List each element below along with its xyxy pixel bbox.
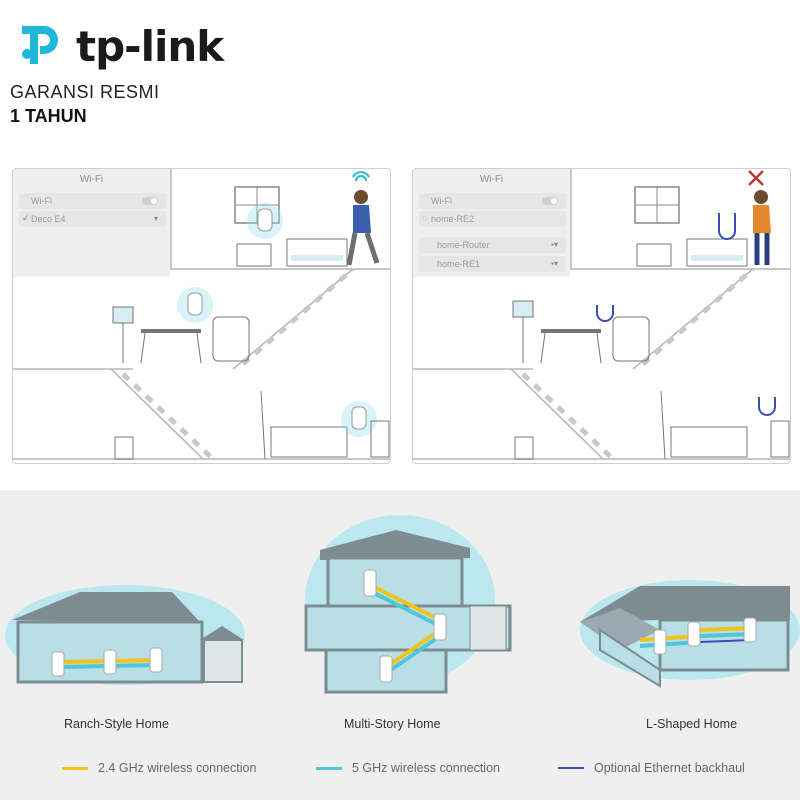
wifi-row-label: Wi-Fi	[431, 196, 452, 206]
wifi-toggle[interactable]	[142, 197, 158, 205]
wifi-list: Wi-Fi Wi-Fi ✓ Deco E4 ▾	[13, 169, 170, 277]
tp-link-logo-icon	[22, 26, 58, 64]
house-illustration-left	[13, 169, 390, 461]
legend-ethernet: Optional Ethernet backhaul	[594, 761, 745, 775]
panel-multiple-networks: Wi-Fi Wi-Fi ◌ home-RE2 home-Router ▪▾ ho…	[412, 168, 791, 464]
label-ranch-style-home: Ranch-Style Home	[64, 717, 169, 731]
legend-swatch-2-4ghz	[62, 767, 88, 770]
coverage-section: Ranch-Style Home Multi-Story Home L-Shap…	[0, 490, 800, 800]
label-multi-story-home: Multi-Story Home	[344, 717, 441, 731]
legend-5ghz: 5 GHz wireless connection	[352, 761, 500, 775]
cross-icon	[748, 170, 764, 186]
house-illustration-right	[413, 169, 790, 461]
warranty-line1: GARANSI RESMI	[10, 82, 160, 102]
wifi-signal-icon	[352, 171, 370, 178]
wifi-toggle-row[interactable]: Wi-Fi	[19, 193, 166, 209]
legend-swatch-5ghz	[316, 767, 342, 770]
wifi-title: Wi-Fi	[79, 174, 104, 185]
wifi-title: Wi-Fi	[479, 174, 504, 185]
spinner-icon: ◌	[422, 213, 428, 223]
panel-single-network: Wi-Fi Wi-Fi ✓ Deco E4 ▾	[12, 168, 391, 464]
network-name: home-RE1	[437, 259, 481, 269]
network-name: home-Router	[437, 240, 490, 250]
lock-wifi-icon: ▪▾	[551, 240, 558, 249]
legend-2-4ghz: 2.4 GHz wireless connection	[98, 761, 257, 775]
wifi-list: Wi-Fi Wi-Fi ◌ home-RE2 home-Router ▪▾ ho…	[413, 169, 570, 277]
houses-illustration	[5, 515, 800, 694]
legend-swatch-ethernet	[558, 767, 584, 769]
lock-wifi-icon: ▪▾	[551, 259, 558, 268]
network-name: home-RE2	[431, 214, 475, 224]
deco-unit-icon	[51, 651, 65, 677]
warranty-line2: 1 TAHUN	[10, 106, 87, 126]
network-row-deco-e4[interactable]: ✓ Deco E4 ▾	[19, 211, 166, 227]
network-row-home-router[interactable]: home-Router ▪▾	[419, 237, 566, 253]
check-icon: ✓	[22, 213, 30, 223]
network-row-home-re2[interactable]: ◌ home-RE2	[419, 211, 566, 227]
wifi-toggle[interactable]	[542, 197, 558, 205]
wifi-strength-icon: ▾	[153, 214, 158, 223]
label-l-shaped-home: L-Shaped Home	[646, 717, 738, 731]
network-name: Deco E4	[31, 214, 66, 224]
wifi-row-label: Wi-Fi	[31, 196, 52, 206]
network-row-home-re1[interactable]: home-RE1 ▪▾	[419, 256, 566, 272]
wifi-toggle-row[interactable]: Wi-Fi	[419, 193, 566, 209]
brand-name: tp-link	[76, 22, 224, 71]
